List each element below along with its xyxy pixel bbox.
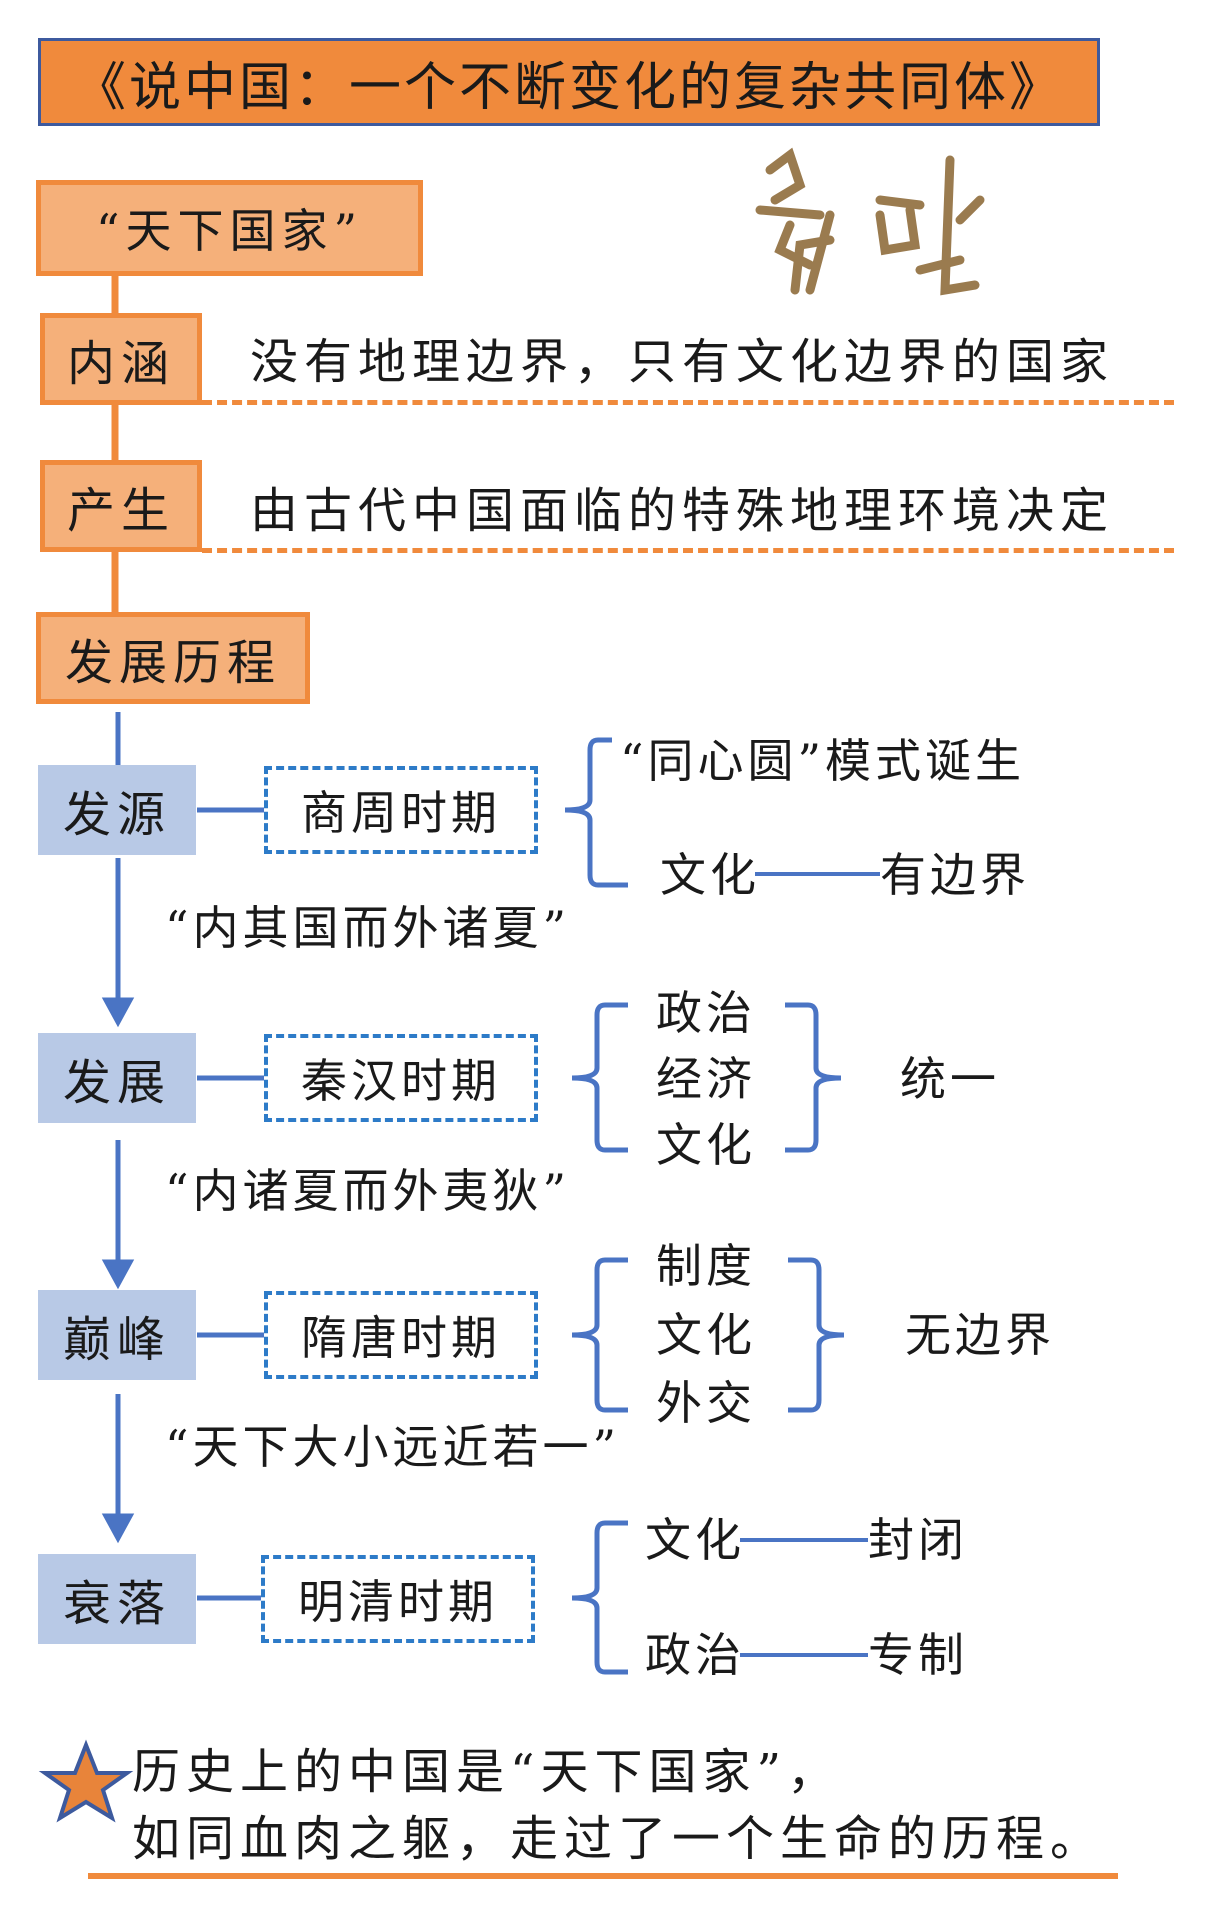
brace-2-right — [785, 1002, 842, 1153]
quote-2: “内诸夏而外夷狄” — [165, 1164, 571, 1218]
period-ming-qing: 明清时期 — [261, 1555, 535, 1643]
stage2-item-economy: 经济 — [656, 1052, 756, 1106]
connotation-dashed-line — [202, 400, 1174, 405]
brace-1 — [564, 737, 628, 888]
stage3-result: 无边界 — [905, 1308, 1055, 1362]
star-icon — [38, 1739, 134, 1823]
quote-3: “天下大小远近若一” — [165, 1420, 621, 1474]
quote-1: “内其国而外诸夏” — [165, 901, 571, 955]
pair-3-left: 政治 — [645, 1628, 745, 1682]
development-course-label: 发展历程 — [36, 612, 310, 704]
pair-1-right: 有边界 — [880, 848, 1030, 902]
stage3-item-culture: 文化 — [656, 1308, 756, 1362]
origin-text: 由古代中国面临的特殊地理环境决定 — [250, 483, 1115, 539]
conclusion-line-2: 如同血肉之躯，走过了一个生命的历程。 — [132, 1811, 1105, 1867]
stage-development: 发展 — [38, 1033, 196, 1123]
ancient-glyph-icon — [755, 147, 985, 296]
origin-label: 产生 — [40, 460, 202, 552]
pair-2-left: 文化 — [645, 1513, 745, 1567]
pair-3-right: 专制 — [868, 1628, 968, 1682]
connotation-text: 没有地理边界，只有文化边界的国家 — [250, 334, 1115, 390]
period-sui-tang: 隋唐时期 — [264, 1291, 538, 1379]
stage-peak: 巅峰 — [38, 1290, 196, 1380]
page-title: 《说中国：一个不断变化的复杂共同体》 — [38, 38, 1100, 126]
stage2-item-politics: 政治 — [656, 986, 756, 1040]
conclusion-line-1: 历史上的中国是“天下国家”， — [132, 1744, 842, 1800]
period-qin-han: 秦汉时期 — [264, 1034, 538, 1122]
stage-decline: 衰落 — [38, 1554, 196, 1644]
pair-2-right: 封闭 — [868, 1513, 968, 1567]
arrow-2-head — [101, 1259, 135, 1290]
pair-1-left: 文化 — [660, 848, 760, 902]
stage2-result: 统一 — [900, 1052, 1000, 1106]
brace-2-left — [571, 1002, 628, 1153]
period-shang-zhou: 商周时期 — [264, 766, 538, 854]
header-box-tianxia-guojia: “天下国家” — [36, 180, 423, 276]
arrow-3-head — [101, 1513, 135, 1544]
stage2-item-culture: 文化 — [656, 1118, 756, 1172]
stage3-item-diplomacy: 外交 — [656, 1376, 756, 1430]
connotation-label: 内涵 — [40, 313, 202, 405]
origin-dashed-line — [202, 548, 1174, 553]
arrow-1-head — [101, 997, 135, 1028]
brace-3-left — [571, 1257, 628, 1413]
stage-origin: 发源 — [38, 765, 196, 855]
brace-4 — [571, 1520, 628, 1675]
concentric-circle-text: “同心圆”模式诞生 — [620, 734, 1026, 788]
stage3-item-system: 制度 — [656, 1239, 756, 1293]
brace-3-right — [788, 1257, 845, 1413]
